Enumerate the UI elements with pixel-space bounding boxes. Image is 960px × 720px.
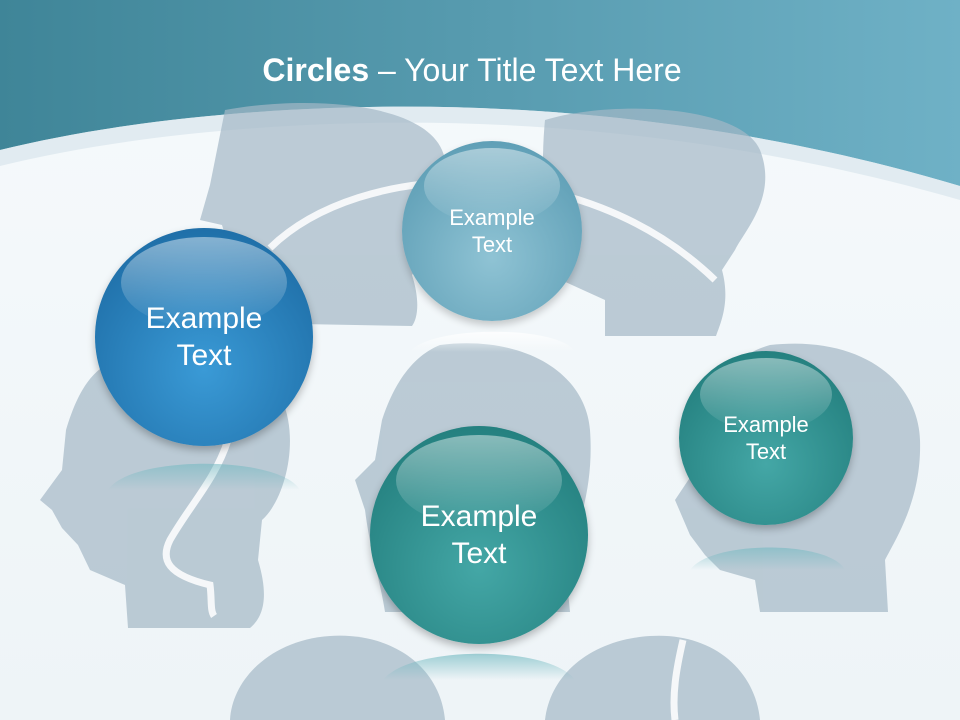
circle-teal-large: Example Text: [370, 426, 588, 644]
circle-blue-line1: Example: [145, 301, 263, 335]
head-silhouette-bottom-right: [545, 635, 760, 720]
header-band: [0, 0, 960, 200]
slide-title: Circles – Your Title Text Here: [0, 52, 944, 89]
circle-light-blue-line2: Text: [471, 232, 513, 257]
circle-teal-large-line2: Text: [451, 537, 507, 570]
circle-teal-small-line1: Example: [723, 411, 809, 437]
circle-blue-line2: Text: [176, 339, 232, 372]
title-rest-text: – Your Title Text Here: [369, 52, 682, 88]
circle-teal-small-line2: Text: [745, 439, 787, 464]
title-bold-text: Circles: [262, 52, 370, 88]
circle-blue: Example Text: [95, 228, 313, 446]
circle-teal-large-line1: Example: [420, 499, 538, 533]
circle-teal-small: Example Text: [679, 351, 853, 525]
circle-light-blue: Example Text: [402, 141, 582, 321]
head-silhouette-bottom-left: [230, 635, 445, 720]
circle-light-blue-line1: Example: [449, 204, 535, 230]
